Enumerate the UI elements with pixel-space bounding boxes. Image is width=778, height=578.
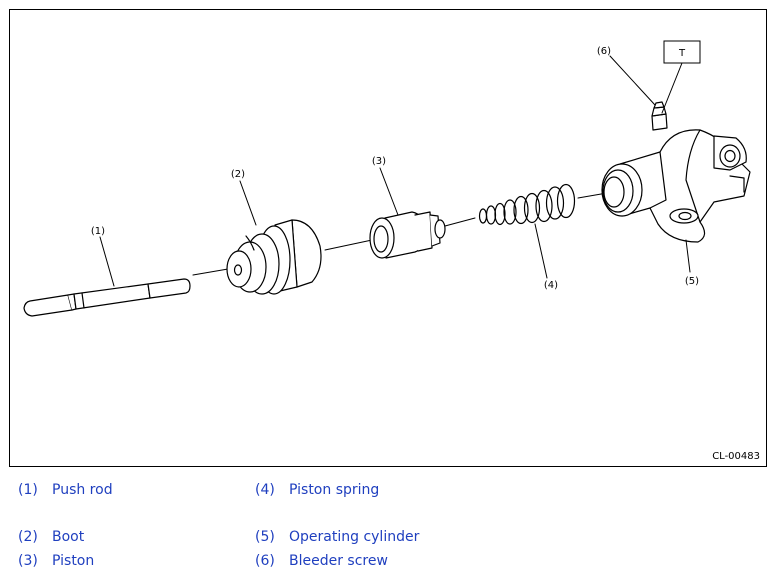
operating-cylinder xyxy=(601,101,751,243)
legend-name: Boot xyxy=(52,529,85,545)
callout-6: (6) xyxy=(597,46,611,57)
legend-number: (1) xyxy=(18,482,38,498)
legend-number: (3) xyxy=(18,553,38,569)
legend-number: (4) xyxy=(255,482,275,498)
figure-id: CL-00483 xyxy=(712,451,760,462)
piston-spring xyxy=(478,183,576,226)
legend-number: (2) xyxy=(18,529,38,545)
legend-item: (4) Piston spring xyxy=(255,482,379,498)
callout-4: (4) xyxy=(544,280,558,291)
legend-name: Operating cylinder xyxy=(289,529,420,545)
exploded-diagram: T (1) (2) (3) (4) (5) (6) CL-00483 xyxy=(9,9,767,467)
torque-label: T xyxy=(678,48,686,59)
piston xyxy=(369,211,446,259)
callout-3: (3) xyxy=(372,156,386,167)
legend-item: (2) Boot xyxy=(18,529,84,545)
parts-legend: (1) Push rod (2) Boot (3) Piston (4) Piston … xyxy=(0,470,778,578)
legend-number: (6) xyxy=(255,553,275,569)
callout-1: (1) xyxy=(91,226,105,237)
legend-name: Bleeder screw xyxy=(289,553,388,569)
legend-item: (3) Piston xyxy=(18,553,94,569)
legend-name: Piston xyxy=(52,553,95,569)
legend-item: (6) Bleeder screw xyxy=(255,553,388,569)
legend-name: Piston spring xyxy=(289,482,380,498)
torque-box xyxy=(663,40,701,64)
leader-lines xyxy=(99,55,691,287)
legend-item: (1) Push rod xyxy=(18,482,113,498)
legend-item: (5) Operating cylinder xyxy=(255,529,419,545)
legend-number: (5) xyxy=(255,529,275,545)
diagram-canvas: T (1) (2) (3) (4) (5) (6) xyxy=(23,40,751,317)
callout-2: (2) xyxy=(231,169,245,180)
callout-5: (5) xyxy=(685,276,699,287)
push-rod xyxy=(23,278,191,317)
legend-name: Push rod xyxy=(52,482,113,498)
boot xyxy=(226,219,322,295)
